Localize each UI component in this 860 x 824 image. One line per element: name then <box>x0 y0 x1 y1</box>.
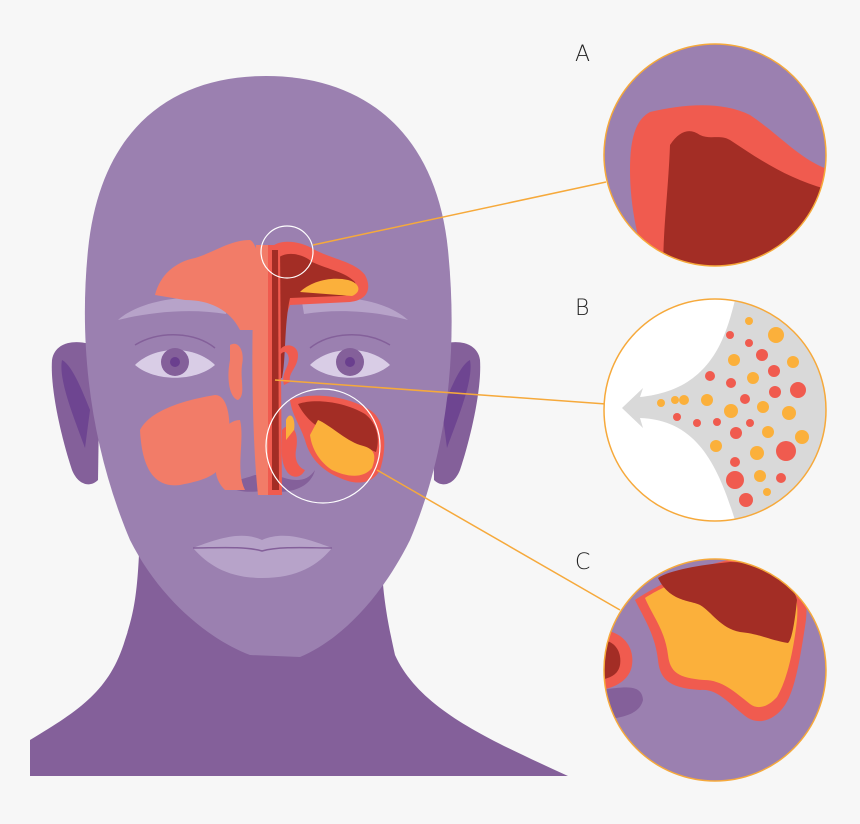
right-eyelid-crease <box>309 334 391 349</box>
left-eye <box>135 348 215 378</box>
healthy-sinuses <box>140 240 270 495</box>
septum-left <box>252 245 270 495</box>
right-inferior-turbinate-mucus <box>286 415 295 440</box>
callout-label-a: A <box>575 42 591 67</box>
right-frontal-sinus-mucus <box>300 278 359 296</box>
right-nasal-cavity-fluid <box>272 250 279 490</box>
left-ethmoid <box>228 343 243 400</box>
right-maxillary-sinus-fluid <box>298 401 378 452</box>
leader-line-b <box>274 379 607 405</box>
magnifier-a-marker <box>260 225 314 279</box>
lips <box>192 535 333 578</box>
left-eyelid-crease <box>134 334 216 349</box>
right-middle-turbinate <box>280 345 298 385</box>
inflamed-sinuses <box>268 241 385 495</box>
leader-line-c <box>376 469 621 611</box>
magnifier-c-marker <box>265 388 381 504</box>
detail-b-airflow <box>603 298 827 522</box>
left-ear <box>51 342 100 485</box>
right-eyebrow <box>302 297 408 320</box>
leader-line-a <box>312 181 607 246</box>
detail-c-maxillary-sinus <box>603 558 827 782</box>
right-inferior-turbinate <box>281 426 305 477</box>
callout-label-c: C <box>575 550 591 575</box>
particles <box>657 317 809 507</box>
right-eye <box>310 348 390 378</box>
left-frontal-sinus <box>155 240 261 330</box>
callout-label-b: B <box>575 296 590 321</box>
left-eyebrow <box>118 297 228 320</box>
left-maxillary-sinus <box>140 395 230 486</box>
left-turbinate <box>215 420 245 490</box>
detail-a-frontal-sinus <box>603 43 827 267</box>
right-maxillary-sinus-mucus <box>310 420 375 476</box>
